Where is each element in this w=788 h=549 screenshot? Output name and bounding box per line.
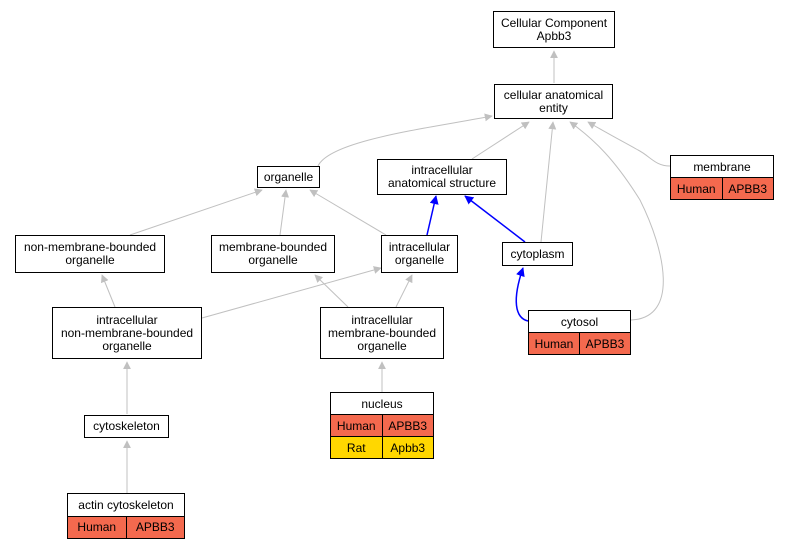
node-label-line: non-membrane-bounded xyxy=(23,240,157,254)
node-label-line: Apbb3 xyxy=(536,28,572,43)
gene-cell: Apbb3 xyxy=(381,437,434,458)
annot-row-human: Human APBB3 xyxy=(331,415,433,436)
annot-node-label: membrane xyxy=(671,156,773,178)
annot-node-label: nucleus xyxy=(331,393,433,415)
edge-imbo-to-mbo xyxy=(314,274,349,308)
node-cytoskeleton[interactable]: cytoskeleton xyxy=(84,415,169,438)
gene-cell: APBB3 xyxy=(125,516,185,538)
edge-imbo-to-io xyxy=(395,274,413,308)
species-cell: Human xyxy=(534,336,574,351)
node-label-line: intracellular xyxy=(351,312,413,327)
node-organelle[interactable]: organelle xyxy=(257,166,320,188)
node-actin-cytoskeleton[interactable]: actin cytoskeleton Human APBB3 xyxy=(67,493,185,539)
edge-ias-to-cae xyxy=(471,121,530,160)
edge-inmbo-to-nmbo xyxy=(101,274,116,308)
node-cellular-anatomical-entity[interactable]: cellular anatomical entity xyxy=(494,84,613,119)
node-nucleus[interactable]: nucleus Human APBB3 Rat Apbb3 xyxy=(330,392,434,459)
edge-cytosol-to-cytoplasm xyxy=(515,267,529,322)
node-label-line: intracellular xyxy=(96,312,158,327)
gene-cell: APBB3 xyxy=(579,333,630,354)
annot-row-human: Human APBB3 xyxy=(671,178,773,199)
node-label-line: membrane-bounded xyxy=(327,325,437,340)
annot-row-human: Human APBB3 xyxy=(529,333,630,354)
edge-organelle-to-cae xyxy=(317,113,493,167)
node-label-line: cytoskeleton xyxy=(93,419,160,433)
node-intracellular-membrane-bounded-organelle[interactable]: intracellular membrane-bounded organelle xyxy=(320,307,444,359)
edge-membrane-to-cae xyxy=(587,121,671,167)
node-non-membrane-bounded-organelle[interactable]: non-membrane-bounded organelle xyxy=(15,235,165,273)
annot-row-human: Human APBB3 xyxy=(68,516,185,538)
node-label-line: cytoplasm xyxy=(510,246,565,261)
node-label-line: organelle xyxy=(357,338,407,353)
gene-cell: APBB3 xyxy=(381,415,434,436)
edge-io-to-organelle xyxy=(309,189,387,236)
node-label-line: intracellular xyxy=(411,163,473,177)
node-membrane[interactable]: membrane Human APBB3 xyxy=(670,155,774,200)
node-intracellular-anatomical-structure[interactable]: intracellular anatomical structure xyxy=(377,159,507,195)
node-intracellular-non-membrane-bounded-organelle[interactable]: intracellular non-membrane-bounded organ… xyxy=(52,307,202,359)
edge-cytoplasm-to-cae xyxy=(540,121,557,243)
species-cell: Rat xyxy=(346,440,366,455)
node-label-line: Cellular Component xyxy=(500,15,608,30)
edge-io-to-ias xyxy=(426,195,439,236)
species-cell: Human xyxy=(77,520,117,535)
edge-nmbo-to-organelle xyxy=(129,188,263,236)
node-cytosol[interactable]: cytosol Human APBB3 xyxy=(528,310,631,355)
species-cell: Human xyxy=(336,418,376,433)
annot-node-label: actin cytoskeleton xyxy=(68,494,184,517)
node-label-line: organelle xyxy=(248,253,298,267)
node-label-line: organelle xyxy=(65,253,115,267)
edge-cytosol-to-cae xyxy=(569,121,664,321)
node-label-line: intracellular xyxy=(388,240,451,254)
node-label-line: non-membrane-bounded xyxy=(60,325,194,340)
node-intracellular-organelle[interactable]: intracellular organelle xyxy=(381,235,458,273)
node-label-line: organelle xyxy=(102,338,152,353)
species-cell: Human xyxy=(676,181,716,196)
edge-mbo-to-organelle xyxy=(279,189,290,236)
edge-inmbo-to-io xyxy=(201,266,382,319)
annot-row-rat: Rat Apbb3 xyxy=(331,436,433,458)
node-label-line: organelle xyxy=(394,253,445,267)
node-label-line: entity xyxy=(539,100,568,115)
node-label-line: anatomical structure xyxy=(387,176,497,190)
node-label-line: membrane-bounded xyxy=(218,240,328,254)
node-cytoplasm[interactable]: cytoplasm xyxy=(502,242,573,266)
gene-cell: APBB3 xyxy=(721,178,774,199)
edge-cytoplasm-to-ias xyxy=(464,195,526,243)
annot-node-label: cytosol xyxy=(529,311,630,333)
node-label-line: cellular anatomical xyxy=(503,87,604,102)
node-membrane-bounded-organelle[interactable]: membrane-bounded organelle xyxy=(211,235,335,273)
node-label-line: organelle xyxy=(263,169,314,184)
node-cellular-component-root[interactable]: Cellular Component Apbb3 xyxy=(493,11,615,48)
